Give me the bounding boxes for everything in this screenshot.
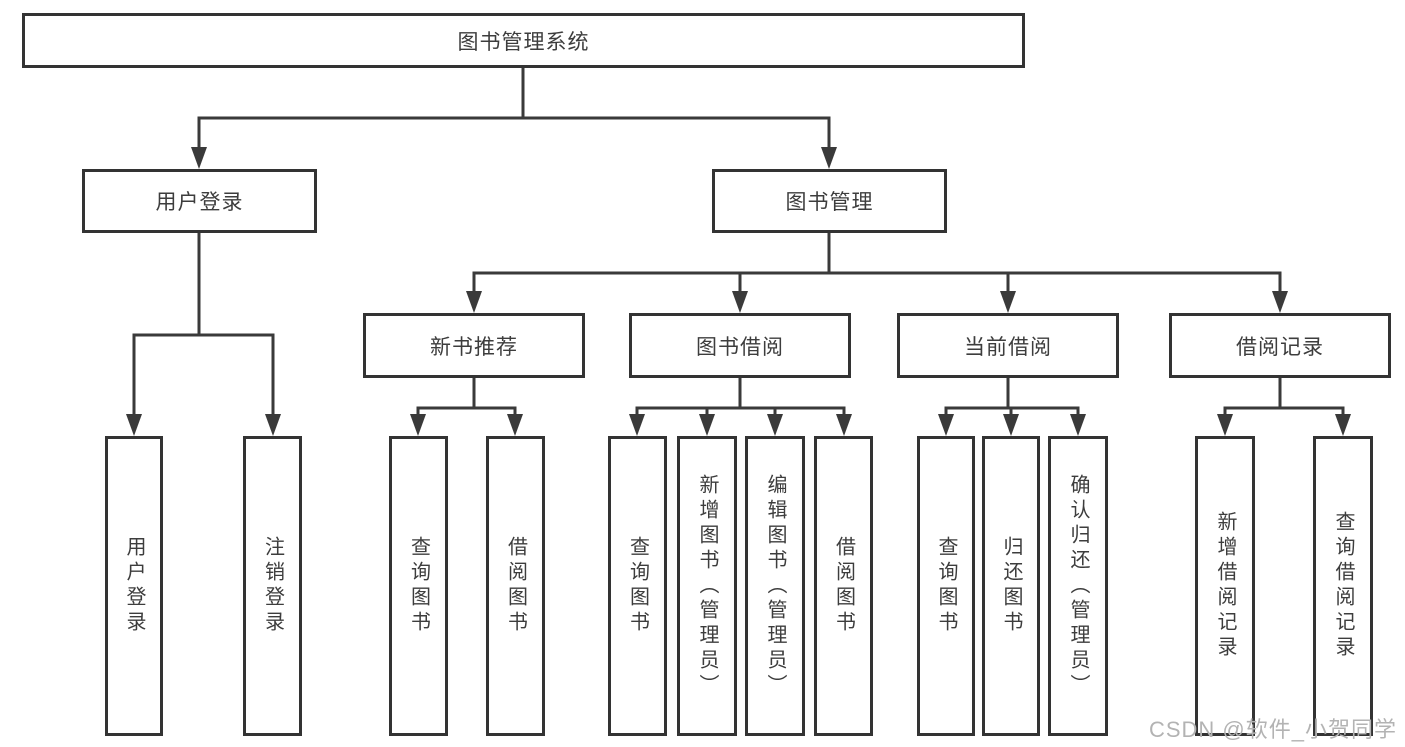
- arrowhead: [126, 414, 142, 436]
- node-label: 图书借阅: [696, 335, 784, 359]
- node-label: 当前借阅: [964, 335, 1052, 359]
- node-label: 用户登录: [155, 191, 244, 214]
- arrowhead: [1272, 291, 1288, 313]
- arrowhead: [507, 414, 523, 436]
- node-label: 查询图书: [407, 536, 430, 636]
- node-leaf-borrow-books-recommend: 借阅图书: [486, 436, 545, 736]
- arrowhead: [629, 414, 645, 436]
- node-leaf-logout: 注销登录: [243, 436, 302, 736]
- node-current-borrow: 当前借阅: [897, 313, 1119, 378]
- arrowhead: [836, 414, 852, 436]
- node-leaf-add-borrow-record: 新增借阅记录: [1195, 436, 1255, 736]
- node-leaf-confirm-return-admin: 确认归还（管理员）: [1048, 436, 1108, 736]
- connector-root-to-level2: [197, 68, 831, 149]
- node-label: 查询图书: [626, 536, 649, 636]
- node-book-borrow: 图书借阅: [629, 313, 851, 378]
- node-leaf-query-borrow-record: 查询借阅记录: [1313, 436, 1373, 736]
- node-label: 图书管理系统: [457, 30, 590, 54]
- node-label: 归还图书: [1000, 536, 1022, 636]
- arrowhead: [938, 414, 954, 436]
- connector-book-management-to-level3: [472, 233, 1282, 293]
- node-label: 注销登录: [261, 536, 284, 636]
- arrowhead: [767, 414, 783, 436]
- node-book-management: 图书管理: [712, 169, 947, 233]
- node-label: 借阅图书: [504, 536, 527, 636]
- arrowhead: [821, 147, 837, 169]
- node-label: 图书管理: [785, 191, 874, 214]
- node-borrow-record: 借阅记录: [1169, 313, 1391, 378]
- node-new-book-recommend: 新书推荐: [363, 313, 585, 378]
- arrowhead: [265, 414, 281, 436]
- arrowhead: [466, 291, 482, 313]
- node-root-library-management-system: 图书管理系统: [22, 13, 1025, 68]
- node-leaf-borrow-books: 借阅图书: [814, 436, 873, 736]
- node-label: 编辑图书（管理员）: [764, 473, 786, 699]
- arrowhead: [1000, 291, 1016, 313]
- node-label: 查询借阅记录: [1332, 511, 1354, 661]
- connector-book-borrow-to-leaves: [635, 378, 846, 416]
- csdn-watermark: CSDN @软件_小贺同学: [1148, 717, 1397, 742]
- arrowhead: [191, 147, 207, 169]
- arrowhead: [699, 414, 715, 436]
- connector-new-book-recommend-to-leaves: [416, 378, 517, 416]
- node-label: 查询图书: [935, 536, 957, 636]
- node-label: 新增图书（管理员）: [696, 473, 718, 699]
- node-leaf-query-books-recommend: 查询图书: [389, 436, 448, 736]
- node-user-login: 用户登录: [82, 169, 317, 233]
- node-label: 新增借阅记录: [1214, 511, 1236, 661]
- node-label: 用户登录: [123, 536, 145, 636]
- connector-current-borrow-to-leaves: [944, 378, 1080, 416]
- arrowhead: [1070, 414, 1086, 436]
- arrowhead: [732, 291, 748, 313]
- node-label: 借阅记录: [1236, 335, 1324, 359]
- arrowhead: [410, 414, 426, 436]
- arrowhead: [1003, 414, 1019, 436]
- node-leaf-return-books: 归还图书: [982, 436, 1040, 736]
- node-leaf-query-books-borrow: 查询图书: [608, 436, 667, 736]
- connector-borrow-record-to-leaves: [1223, 378, 1345, 416]
- node-leaf-add-books-admin: 新增图书（管理员）: [677, 436, 737, 736]
- arrowheads: [126, 147, 1351, 436]
- node-label: 新书推荐: [430, 335, 518, 359]
- node-leaf-edit-books-admin: 编辑图书（管理员）: [745, 436, 805, 736]
- arrowhead: [1335, 414, 1351, 436]
- node-label: 借阅图书: [832, 536, 855, 636]
- arrowhead: [1217, 414, 1233, 436]
- node-leaf-user-login: 用户登录: [105, 436, 163, 736]
- connector-user-login-to-leaves: [132, 233, 275, 416]
- node-leaf-query-books-current: 查询图书: [917, 436, 975, 736]
- node-label: 确认归还（管理员）: [1067, 473, 1089, 699]
